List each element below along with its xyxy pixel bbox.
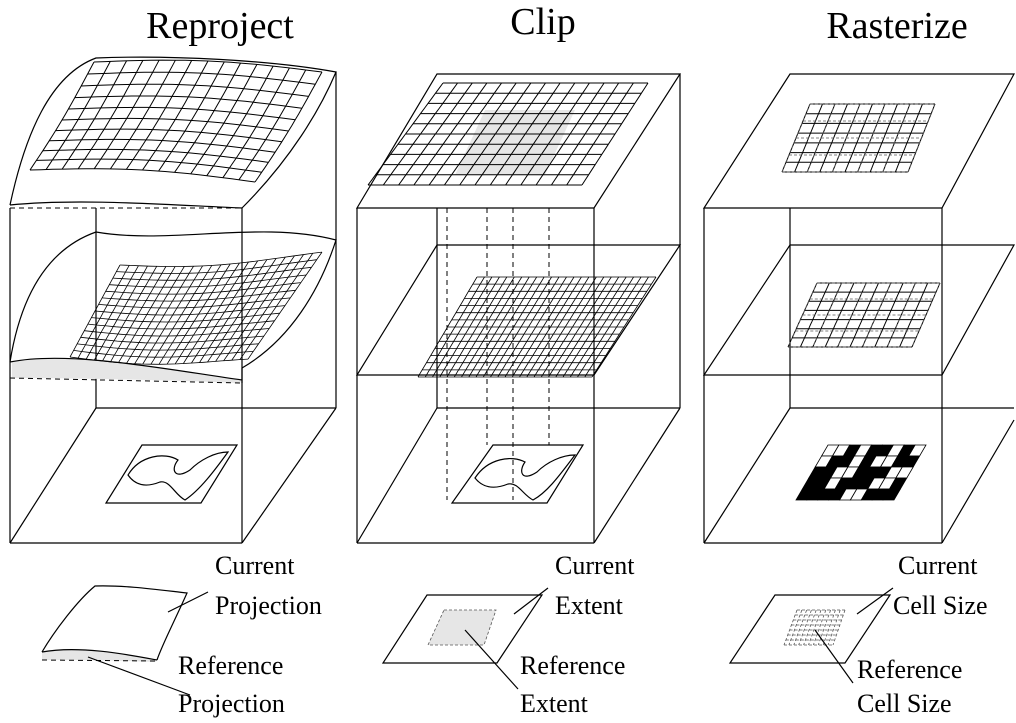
clip-legend-current: Current [555, 551, 635, 580]
panel-title-rasterize: Rasterize [826, 5, 967, 47]
reproject-legend-icon [41, 585, 209, 696]
clip-panel: Current Extent Reference Extent [355, 73, 682, 718]
reproject-legend-reference: Reference [178, 651, 283, 680]
panel-title-clip: Clip [510, 1, 575, 43]
rasterize-box-frame [702, 73, 1016, 544]
clip-legend-current-extent: Extent [555, 591, 624, 620]
reproject-legend-reference-projection: Projection [178, 689, 285, 718]
reproject-middle-grid [69, 251, 323, 365]
clip-legend-reference: Reference [520, 651, 625, 680]
reproject-bottom-polygon [104, 444, 239, 504]
clip-legend-icon [381, 587, 549, 690]
rasterize-panel: Current Cell Size Reference Cell Size [702, 73, 1016, 718]
clip-legend-reference-extent: Extent [520, 689, 589, 718]
clip-top-grid [367, 82, 649, 186]
rasterize-legend-reference: Reference [857, 655, 962, 684]
reproject-top-grid [29, 59, 323, 183]
rasterize-legend-current-cell-size: Cell Size [893, 591, 988, 620]
reproject-panel: Current Projection Reference Projection [9, 56, 337, 718]
rasterize-legend-icon [728, 587, 894, 684]
panel-title-reproject: Reproject [146, 5, 294, 47]
rasterize-bottom-raster [795, 444, 927, 501]
clip-box-frame [355, 73, 682, 544]
rasterize-legend-current: Current [898, 551, 978, 580]
clip-middle-grid [417, 276, 657, 378]
rasterize-legend-reference-cell-size: Cell Size [857, 689, 952, 718]
rasterize-middle-grid [787, 282, 941, 348]
clip-bottom-polygon [450, 444, 585, 504]
reproject-legend-current-projection: Projection [215, 591, 322, 620]
reproject-legend-current: Current [215, 551, 295, 580]
rasterize-top-grid [781, 103, 936, 173]
